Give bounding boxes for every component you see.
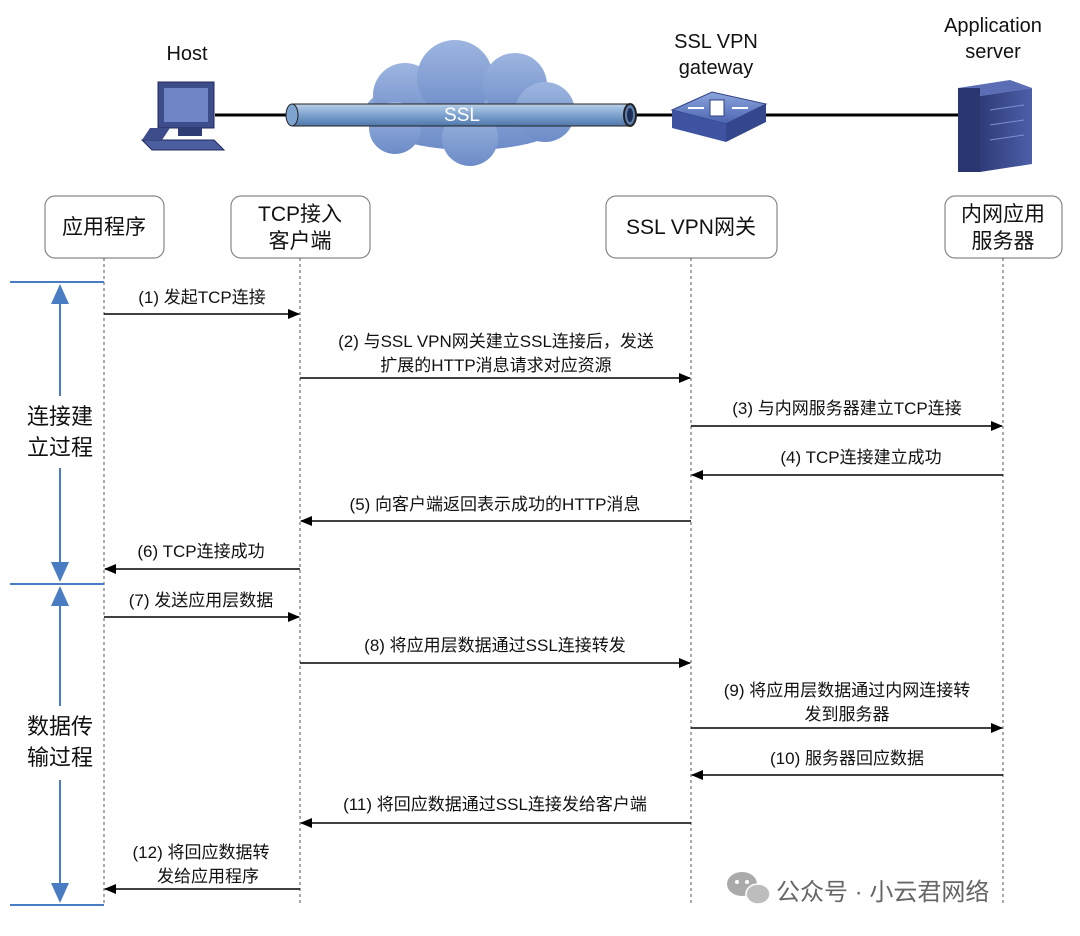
phase-connection-label: 连接建 立过程 [27, 404, 93, 460]
participant-label: 内网应用 [961, 203, 1045, 226]
participant-app: 应用程序 [44, 195, 165, 259]
message-7: (7) 发送应用层数据 [104, 591, 300, 622]
host-label: Host [166, 43, 208, 65]
message-label: (10) 服务器回应数据 [770, 749, 924, 768]
message-label: (7) 发送应用层数据 [129, 591, 274, 610]
tunnel-label: SSL [444, 105, 480, 126]
topology: SSL Host SSL VPN gateway [140, 15, 1042, 172]
phase-arrow-down [51, 883, 69, 903]
message-label: 发到服务器 [805, 705, 890, 724]
message-label: (2) 与SSL VPN网关建立SSL连接后，发送 [338, 332, 654, 351]
server-label-line2: server [965, 41, 1021, 63]
message-label: (5) 向客户端返回表示成功的HTTP消息 [350, 495, 641, 514]
participant-ssl-vpn-gateway: SSL VPN网关 [605, 195, 778, 259]
message-label: 发给应用程序 [157, 867, 259, 886]
message-3: (3) 与内网服务器建立TCP连接 [691, 399, 1003, 431]
watermark-text: 公众号 · 小云君网络 [776, 879, 989, 906]
internet-cloud-icon [365, 40, 575, 166]
phase-brackets [10, 281, 104, 906]
message-11: (11) 将回应数据通过SSL连接发给客户端 [300, 795, 691, 828]
gateway-label-line1: SSL VPN [674, 31, 758, 53]
application-server-icon [958, 80, 1032, 172]
message-6: (6) TCP连接成功 [104, 542, 300, 574]
phase-label: 输过程 [27, 745, 93, 770]
participant-internal-server: 内网应用 服务器 [944, 195, 1063, 259]
participant-label: TCP接入 [258, 203, 342, 226]
gateway-label-line2: gateway [679, 57, 754, 79]
phase-arrow-up [51, 586, 69, 606]
phase-label: 立过程 [27, 435, 93, 460]
message-label: (11) 将回应数据通过SSL连接发给客户端 [343, 795, 647, 814]
participant-label: 客户端 [269, 230, 332, 253]
message-4: (4) TCP连接建立成功 [691, 448, 1003, 480]
phase-data-label: 数据传 输过程 [27, 714, 93, 770]
ssl-vpn-gateway-icon [670, 91, 768, 142]
message-label: (8) 将应用层数据通过SSL连接转发 [364, 636, 626, 655]
participant-label: SSL VPN网关 [626, 216, 756, 239]
participant-label: 服务器 [972, 230, 1035, 253]
message-1: (1) 发起TCP连接 [104, 288, 300, 319]
message-5: (5) 向客户端返回表示成功的HTTP消息 [300, 495, 691, 526]
message-9: (9) 将应用层数据通过内网连接转 发到服务器 [691, 681, 1003, 733]
message-label: (1) 发起TCP连接 [138, 288, 266, 307]
host-computer-icon [140, 81, 226, 151]
phase-arrow-down [51, 562, 69, 582]
participant-label: 应用程序 [62, 216, 146, 239]
message-10: (10) 服务器回应数据 [691, 749, 1003, 780]
message-12: (12) 将回应数据转 发给应用程序 [104, 843, 300, 894]
message-label: (9) 将应用层数据通过内网连接转 [724, 681, 971, 700]
message-label: (12) 将回应数据转 [133, 843, 270, 862]
message-label: 扩展的HTTP消息请求对应资源 [380, 356, 611, 375]
message-2: (2) 与SSL VPN网关建立SSL连接后，发送 扩展的HTTP消息请求对应资… [300, 332, 691, 383]
server-label-line1: Application [944, 15, 1042, 37]
message-8: (8) 将应用层数据通过SSL连接转发 [300, 636, 691, 668]
ssl-tunnel-icon [285, 103, 637, 127]
wechat-icon [727, 872, 771, 905]
watermark: 公众号 · 小云君网络 [727, 872, 989, 906]
phase-label: 连接建 [27, 404, 93, 429]
participant-tcp-client: TCP接入 客户端 [230, 195, 371, 259]
phase-label: 数据传 [27, 714, 93, 739]
message-label: (6) TCP连接成功 [137, 542, 264, 561]
message-label: (4) TCP连接建立成功 [780, 448, 941, 467]
message-label: (3) 与内网服务器建立TCP连接 [732, 399, 962, 418]
phase-arrow-up [51, 284, 69, 304]
